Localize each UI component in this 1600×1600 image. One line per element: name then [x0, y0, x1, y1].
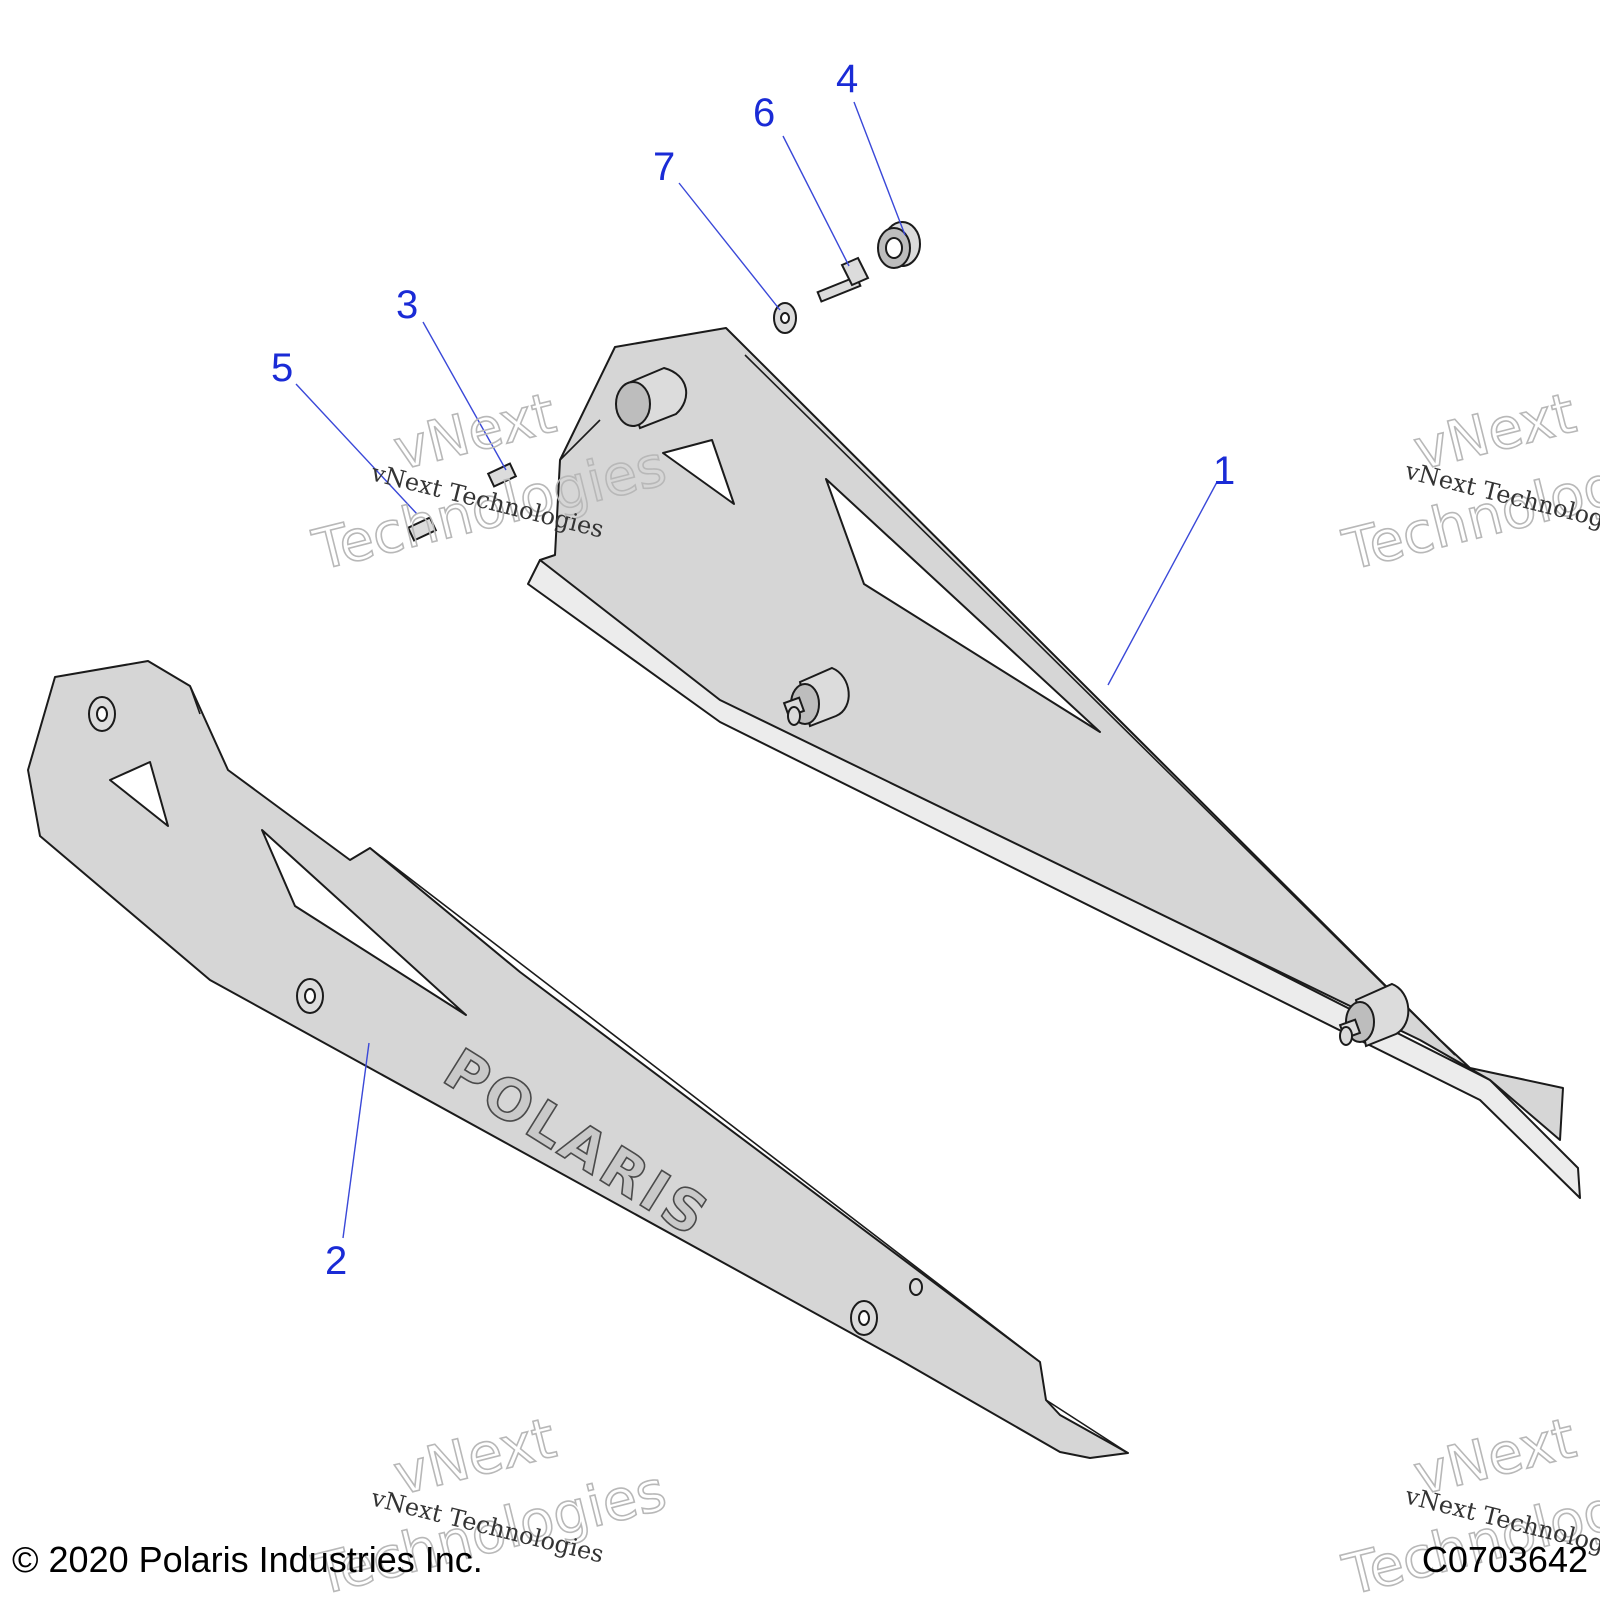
leader-4: [853, 101, 906, 236]
part-1-stud-lower: [1338, 982, 1410, 1048]
figure-code: C0703642: [1422, 1539, 1588, 1580]
leader-1: [1107, 481, 1218, 686]
leader-6: [782, 135, 850, 267]
copyright-text: © 2020 Polaris Industries Inc.: [12, 1539, 483, 1580]
part-1-guard: [527, 327, 1581, 1199]
callout-7: 7: [653, 145, 675, 189]
part-7-washer: [773, 302, 797, 334]
callouts: 1 2 3 4 5 6 7: [271, 57, 1235, 1283]
part-6-bolt: [816, 256, 870, 303]
leader-3: [422, 321, 507, 471]
callout-6: 6: [753, 91, 775, 135]
part-2-pin: [909, 1278, 923, 1296]
leader-lines: [295, 101, 1218, 1239]
part-2-hole-lower: [850, 1300, 878, 1336]
part-1-bushing-top: [615, 366, 688, 430]
leader-7: [678, 182, 781, 311]
part-1-stud-middle: [782, 666, 850, 728]
part-3-fastener: [486, 462, 518, 488]
callout-2: 2: [325, 1239, 347, 1283]
part-2-hole-top: [88, 696, 116, 732]
callout-1: 1: [1213, 449, 1235, 493]
callout-5: 5: [271, 346, 293, 390]
leader-5: [295, 383, 418, 515]
callout-4: 4: [836, 57, 858, 101]
part-5-fastener: [406, 516, 438, 542]
leader-2: [342, 1042, 370, 1239]
part-2-hole-middle: [296, 978, 324, 1014]
callout-3: 3: [396, 283, 418, 327]
part-4-grommet: [877, 221, 921, 269]
watermark-2: vNext Technologies vNext Technologies: [1336, 380, 1600, 584]
